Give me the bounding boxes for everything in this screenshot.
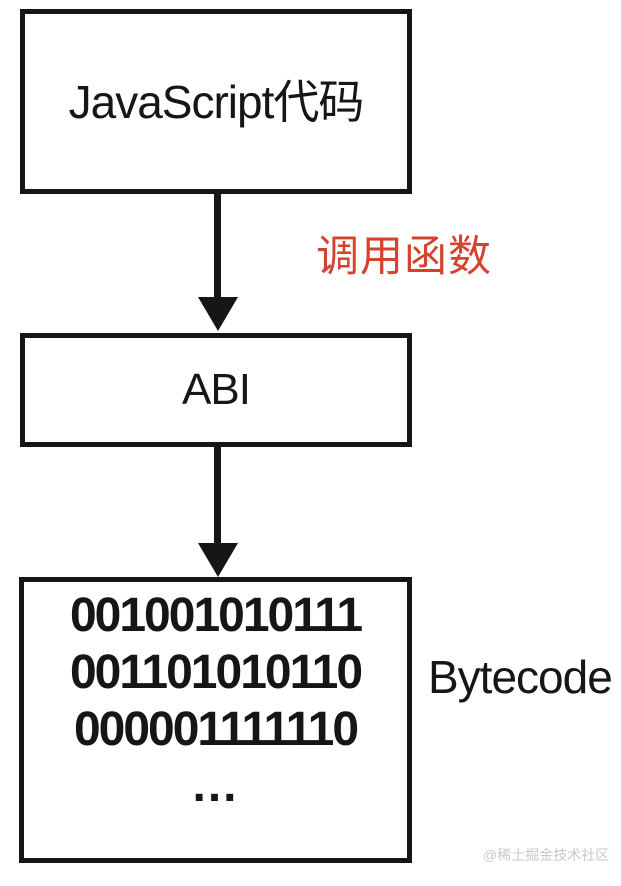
bytecode-side-label: Bytecode xyxy=(428,651,613,703)
arrow-js-to-abi-line xyxy=(214,193,221,300)
arrow-abi-to-bytecode-head-icon xyxy=(198,543,238,577)
arrow-js-to-abi-head-icon xyxy=(198,297,238,331)
bytecode-binary-line-2: 001101010110 xyxy=(69,646,363,699)
node-abi-label: ABI xyxy=(182,365,251,414)
arrow-abi-to-bytecode-line xyxy=(214,446,221,546)
bytecode-binary-line-3: 000001111110 xyxy=(73,703,359,756)
node-abi: ABI xyxy=(20,333,412,447)
edge-label-call-function: 调用函数 xyxy=(316,233,492,281)
watermark: @稀土掘金技术社区 xyxy=(483,847,610,863)
node-javascript-code-label: JavaScript代码 xyxy=(68,75,365,128)
node-bytecode: 001001010111 001101010110 000001111110 .… xyxy=(19,577,412,863)
bytecode-ellipsis: ... xyxy=(192,759,239,812)
bytecode-binary-line-1: 001001010111 xyxy=(69,589,363,642)
node-javascript-code: JavaScript代码 xyxy=(20,9,412,194)
